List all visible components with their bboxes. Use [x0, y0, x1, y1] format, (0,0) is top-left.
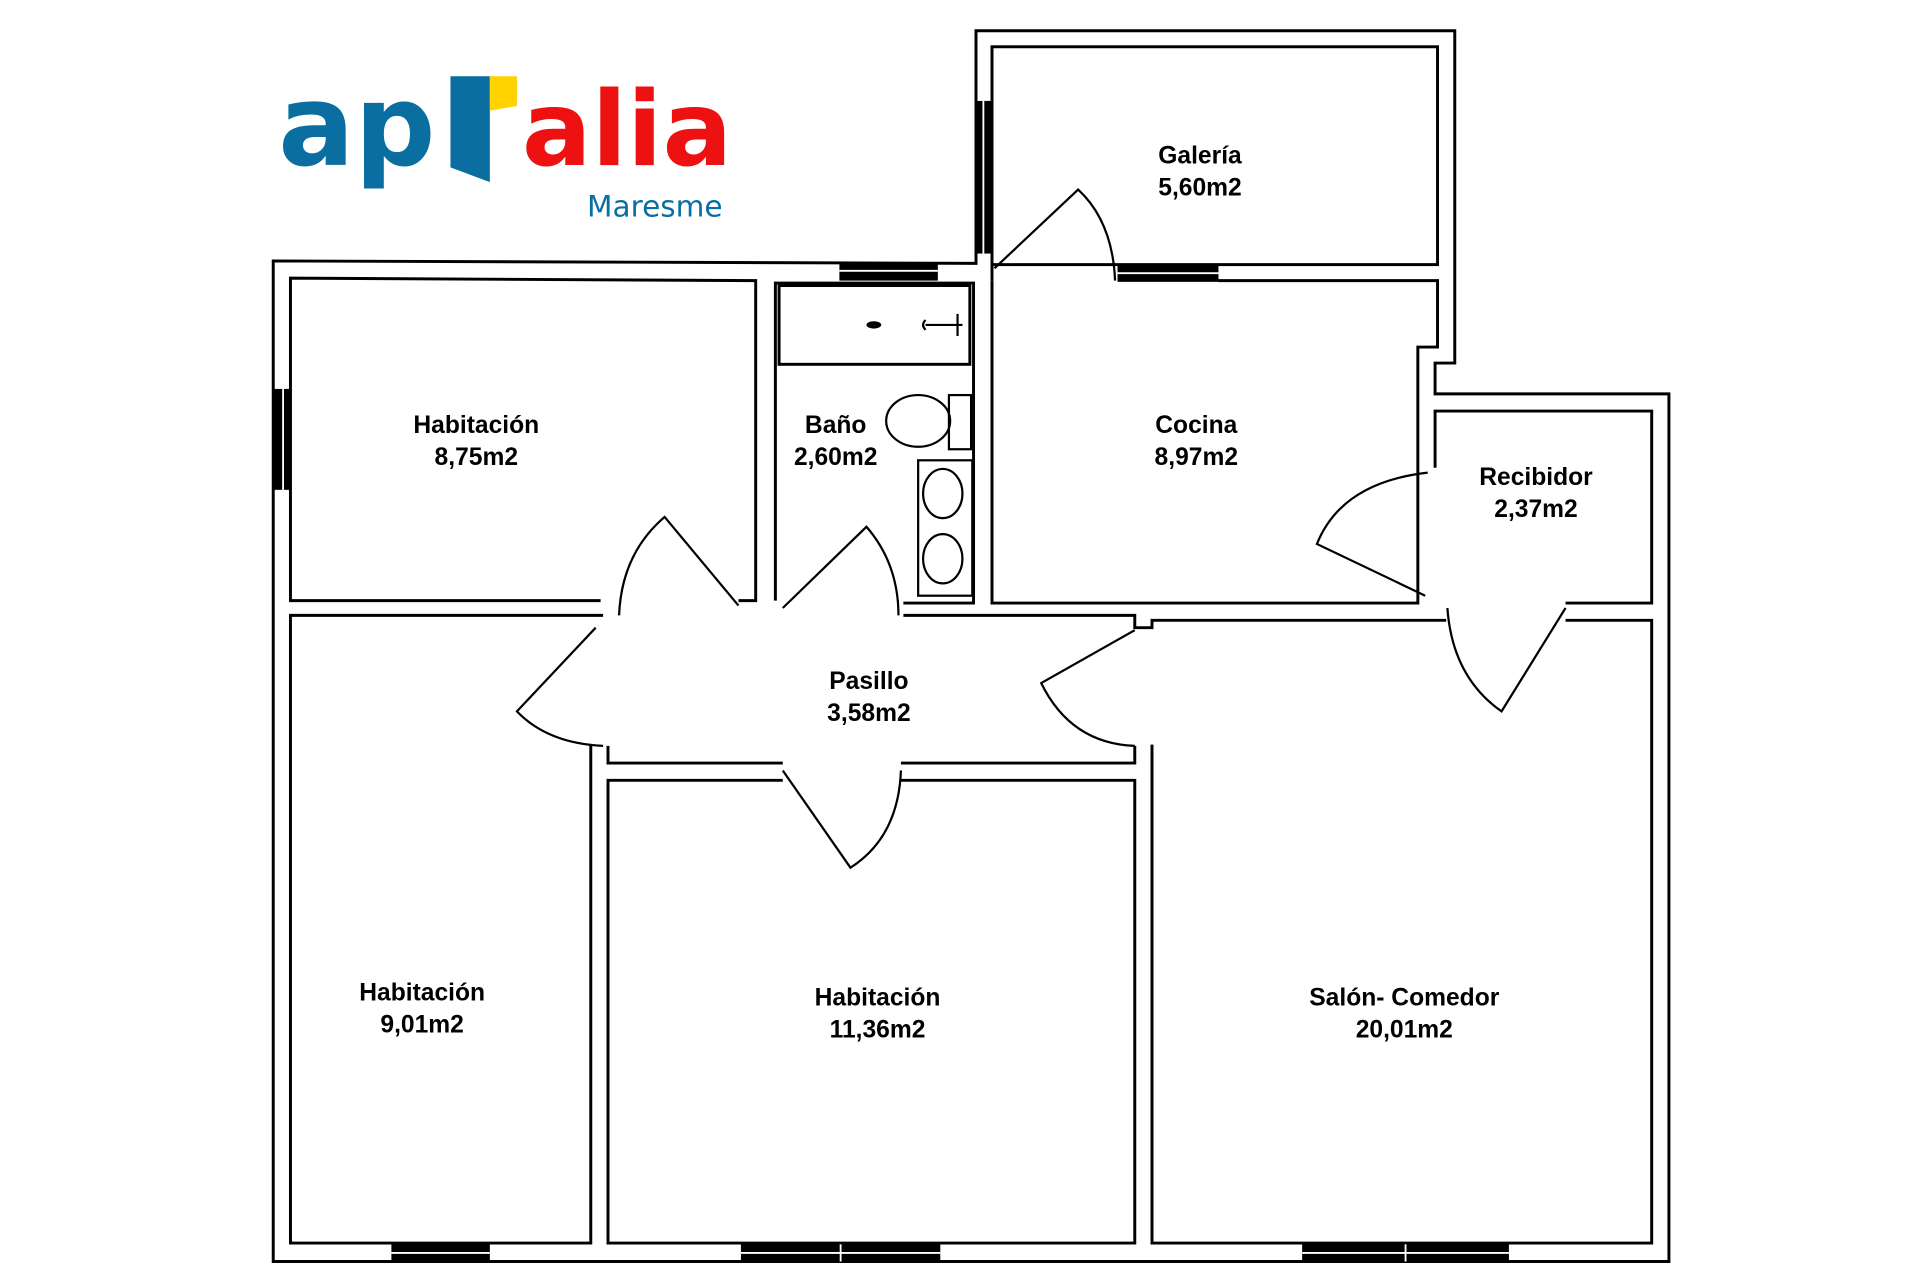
door-entrance: [1446, 607, 1567, 713]
room-habitacion-1-outline: [288, 276, 758, 603]
aprealia-logo: ap alia Maresme: [278, 60, 732, 224]
room-habitacion-2-outline: [288, 613, 604, 1245]
svg-text:Baño: Baño: [805, 412, 867, 439]
svg-text:11,36m2: 11,36m2: [830, 1017, 926, 1044]
sink-icon: [921, 533, 964, 585]
windows: [274, 100, 1509, 1262]
room-habitacion-3-outline: [606, 778, 1137, 1245]
vanity: [917, 459, 974, 597]
door-galeria: [993, 188, 1117, 281]
sink-icon: [921, 467, 964, 520]
room-bano-outline: [773, 281, 976, 605]
svg-text:Salón- Comedor: Salón- Comedor: [1309, 985, 1499, 1012]
pasillo-bottom-wall-right: [900, 745, 1137, 765]
svg-text:3,58m2: 3,58m2: [827, 700, 910, 727]
room-label-salon-comedor: Salón- Comedor 20,01m2: [1309, 985, 1499, 1044]
door-habitacion-1: [617, 515, 740, 616]
shower-drain-icon: [866, 321, 882, 329]
room-recibidor-outline: [1433, 409, 1654, 605]
svg-text:2,37m2: 2,37m2: [1494, 496, 1577, 523]
door-habitacion-2: [515, 626, 604, 747]
svg-text:Habitación: Habitación: [815, 985, 941, 1012]
pasillo-top-wall: [903, 613, 1447, 630]
room-label-habitacion-1: Habitación 8,75m2: [413, 412, 539, 471]
room-label-cocina: Cocina 8,97m2: [1155, 412, 1238, 471]
logo-subtitle: Maresme: [587, 190, 723, 224]
svg-text:8,75m2: 8,75m2: [435, 444, 518, 471]
svg-text:Recibidor: Recibidor: [1479, 464, 1593, 491]
svg-text:8,97m2: 8,97m2: [1155, 444, 1238, 471]
shower: [777, 284, 972, 366]
door-salon: [1039, 629, 1136, 747]
toilet-tank: [947, 393, 973, 451]
svg-text:Galería: Galería: [1158, 143, 1242, 170]
svg-text:20,01m2: 20,01m2: [1356, 1017, 1453, 1044]
door-bano: [781, 525, 900, 616]
svg-text:Cocina: Cocina: [1155, 412, 1237, 439]
logo-text-alia: alia: [522, 70, 732, 190]
room-cocina-outline: [990, 279, 1440, 605]
shower-tap-icon: [921, 313, 963, 336]
room-salon-outline: [1150, 618, 1654, 1245]
room-label-galeria: Galería 5,60m2: [1158, 143, 1242, 202]
door-habitacion-3: [781, 769, 903, 870]
svg-text:Habitación: Habitación: [413, 412, 539, 439]
logo-door-mark: [450, 76, 490, 183]
room-label-habitacion-3: Habitación 11,36m2: [815, 985, 941, 1044]
outer-wall: [271, 29, 1671, 1264]
svg-text:5,60m2: 5,60m2: [1158, 175, 1241, 202]
pasillo-bottom-wall: [606, 745, 783, 765]
logo-light-mark: [489, 76, 517, 111]
door-recibidor-cocina: [1315, 471, 1428, 597]
room-label-pasillo: Pasillo 3,58m2: [827, 668, 910, 727]
svg-text:9,01m2: 9,01m2: [380, 1012, 463, 1039]
svg-text:2,60m2: 2,60m2: [794, 444, 877, 471]
logo-text-ap: ap: [278, 60, 435, 192]
svg-text:Habitación: Habitación: [359, 980, 485, 1007]
toilet-icon: [885, 393, 952, 448]
svg-text:Pasillo: Pasillo: [829, 668, 908, 695]
room-label-bano: Baño 2,60m2: [794, 412, 877, 471]
room-label-recibidor: Recibidor 2,37m2: [1479, 464, 1593, 523]
room-label-habitacion-2: Habitación 9,01m2: [359, 980, 485, 1039]
